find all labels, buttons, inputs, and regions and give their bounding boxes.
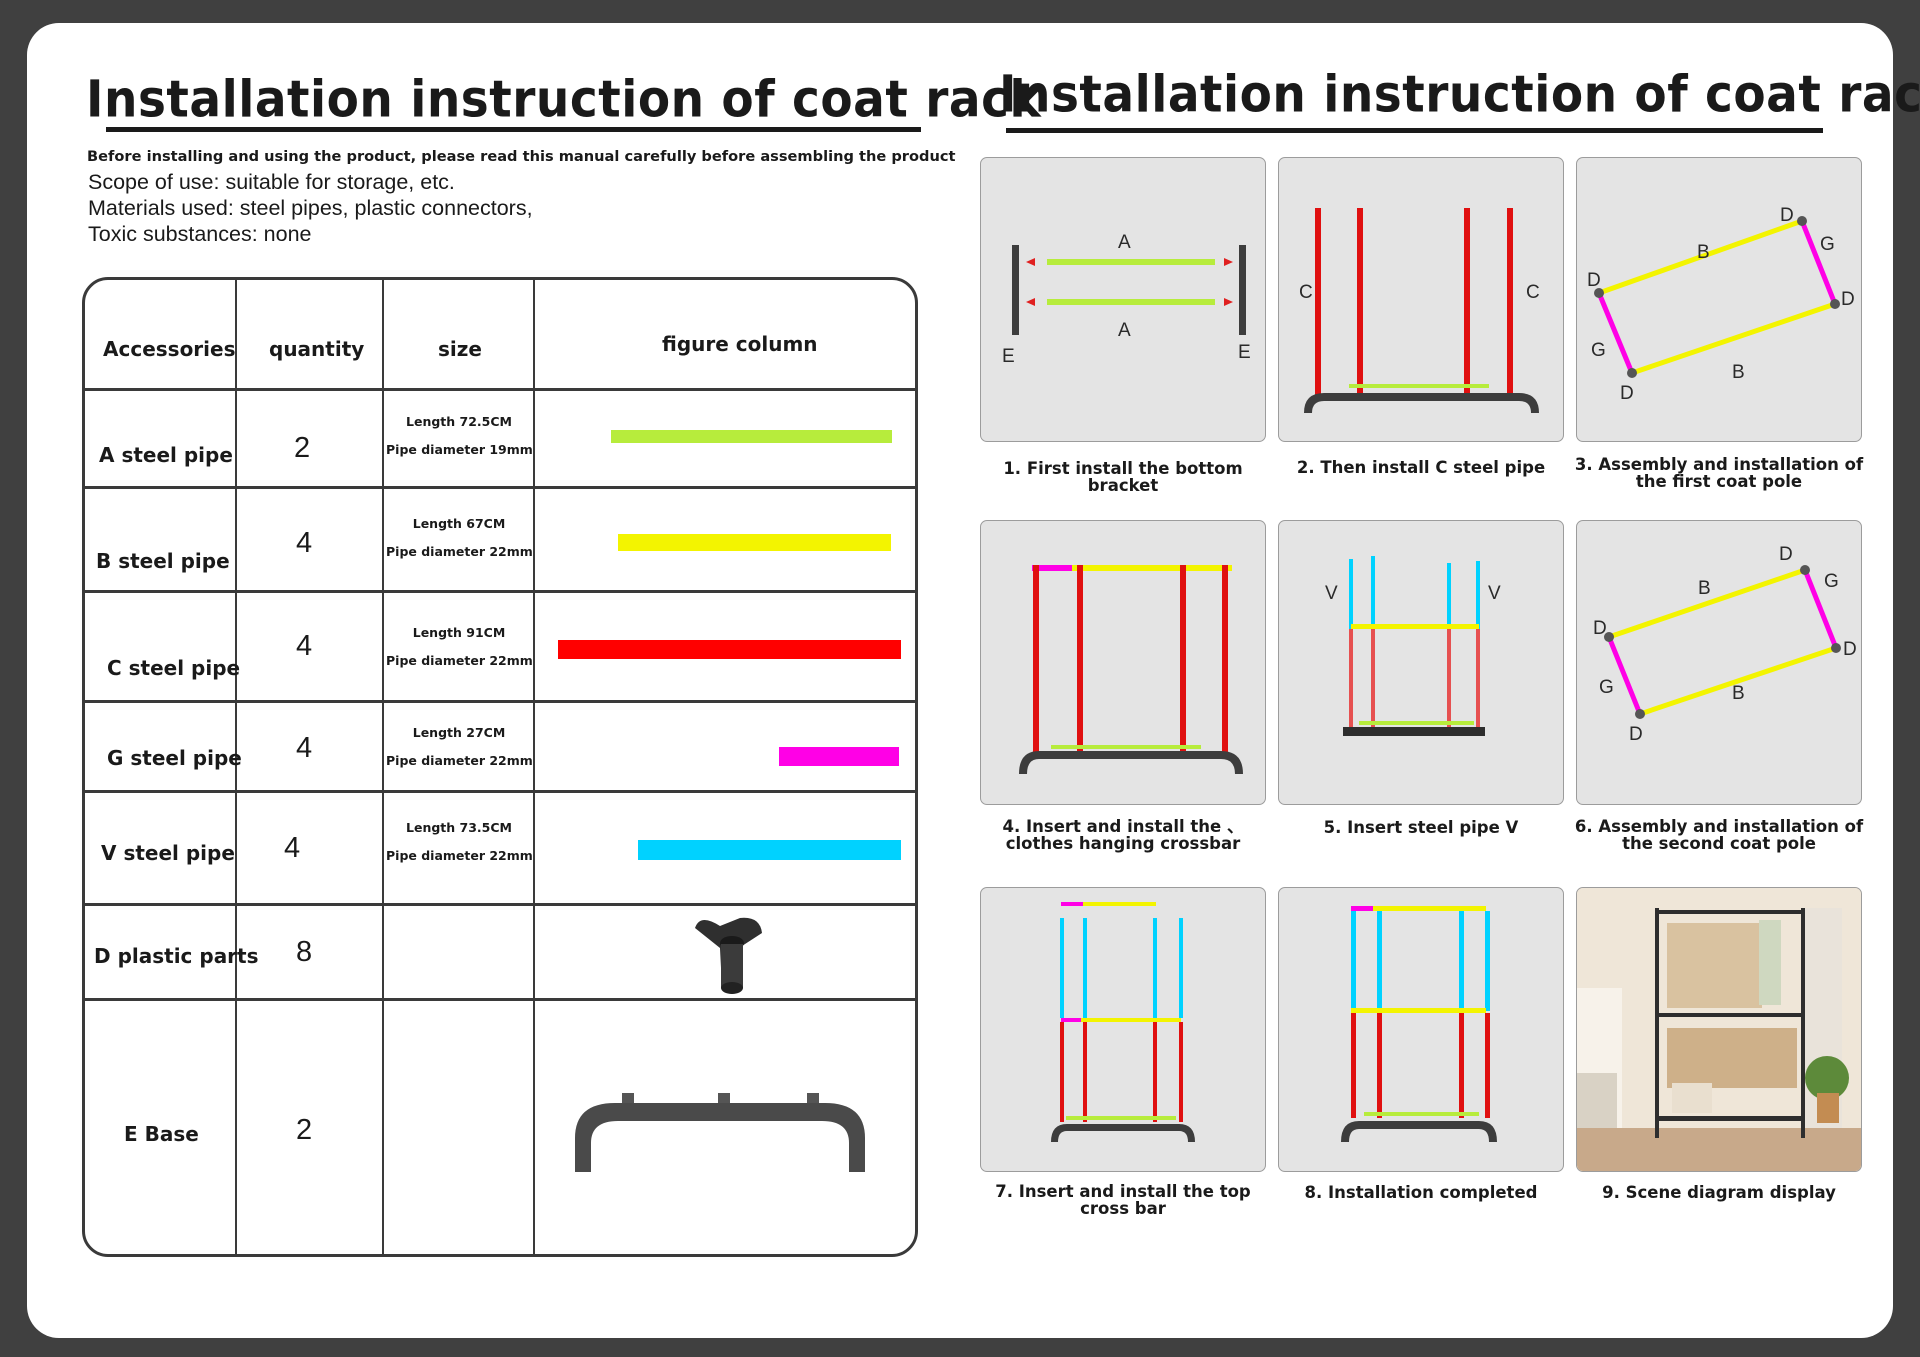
part-label: G	[1599, 677, 1614, 698]
row-name: E Base	[124, 1122, 199, 1146]
table-divider	[82, 790, 918, 793]
right-title: Installation instruction of coat rack	[999, 65, 1920, 125]
step-8-image	[1278, 887, 1564, 1172]
row-qty: 4	[296, 527, 313, 559]
table-divider	[382, 277, 384, 1257]
part-label: G	[1591, 340, 1606, 361]
step-9-image	[1576, 887, 1862, 1172]
part-label: D	[1841, 289, 1855, 310]
row-name: D plastic parts	[94, 944, 259, 968]
step-5-caption: 5. Insert steel pipe V	[1323, 818, 1519, 837]
label-a: A	[1118, 232, 1131, 253]
part-label: D	[1629, 724, 1643, 745]
step-7-image	[980, 887, 1266, 1172]
v-pipe-figure	[638, 840, 901, 860]
row-qty: 2	[294, 432, 311, 464]
table-divider	[82, 700, 918, 703]
header-size: size	[438, 337, 482, 361]
step-2-caption: 2. Then install C steel pipe	[1296, 458, 1546, 477]
step-7-caption: 7. Insert and install the top cross bar	[995, 1182, 1251, 1218]
b-pipe-figure	[618, 534, 891, 551]
row-name: V steel pipe	[101, 841, 235, 865]
label-c: C	[1299, 282, 1313, 303]
header-figure: figure column	[662, 332, 818, 356]
label-e: E	[1002, 346, 1015, 367]
step-6-caption: 6. Assembly and installation of the seco…	[1574, 817, 1864, 853]
materials-text: Materials used: steel pipes, plastic con…	[88, 196, 533, 220]
d-plastic-connector-figure	[695, 917, 762, 994]
part-label: B	[1732, 683, 1745, 704]
toxic-text: Toxic substances: none	[88, 222, 312, 246]
row-qty: 4	[296, 732, 313, 764]
part-label: D	[1780, 205, 1794, 226]
accessories-table	[82, 277, 918, 1257]
step-1-image: A A E E	[980, 157, 1266, 442]
part-label: D	[1620, 383, 1634, 404]
header-accessories: Accessories	[103, 337, 236, 361]
part-label: D	[1593, 618, 1607, 639]
e-base-figure	[575, 1093, 865, 1172]
c-pipe-figure	[558, 640, 901, 659]
left-title-rule	[106, 127, 921, 132]
right-title-rule	[1006, 128, 1823, 133]
step-3-caption: 3. Assembly and installation of the firs…	[1574, 455, 1864, 491]
part-label: G	[1824, 571, 1839, 592]
table-divider	[235, 277, 237, 1257]
left-title: Installation instruction of coat rack	[86, 70, 1042, 130]
step-4-caption: 4. Insert and install the 、 clothes hang…	[1002, 817, 1244, 853]
step-1-caption: 1. First install the bottom bracket	[1003, 459, 1243, 495]
row-qty: 4	[284, 832, 301, 864]
part-label: D	[1843, 639, 1857, 660]
row-name: A steel pipe	[99, 443, 233, 467]
part-label: V	[1488, 583, 1501, 604]
a-pipe-figure	[611, 430, 892, 443]
table-divider	[82, 903, 918, 906]
scope-text: Scope of use: suitable for storage, etc.	[88, 170, 455, 194]
step-5-image: V V	[1278, 520, 1564, 805]
row-qty: 4	[296, 630, 313, 662]
row-qty: 8	[296, 936, 313, 968]
row-name: B steel pipe	[96, 549, 230, 573]
step-4-image	[980, 520, 1266, 805]
part-label: D	[1587, 270, 1601, 291]
step-2-image: C C	[1278, 157, 1564, 442]
part-label: B	[1698, 578, 1711, 599]
row-qty: 2	[296, 1114, 313, 1146]
label-e: E	[1238, 342, 1251, 363]
table-divider	[82, 388, 918, 391]
notice-text: Before installing and using the product,…	[87, 148, 956, 165]
step-9-caption: 9. Scene diagram display	[1602, 1183, 1836, 1202]
part-label: B	[1732, 362, 1745, 383]
table-divider	[82, 998, 918, 1001]
row-name: G steel pipe	[107, 746, 242, 770]
part-label: V	[1325, 583, 1338, 604]
part-label: B	[1697, 242, 1710, 263]
table-divider	[533, 277, 535, 1257]
step-8-caption: 8. Installation completed	[1304, 1183, 1538, 1202]
table-divider	[82, 486, 918, 489]
g-pipe-figure	[779, 747, 899, 766]
part-label: D	[1779, 544, 1793, 565]
table-divider	[82, 590, 918, 593]
label-c: C	[1526, 282, 1540, 303]
part-label: G	[1820, 234, 1835, 255]
step-3-image: D D D D B B G G	[1576, 157, 1862, 442]
row-name: C steel pipe	[107, 656, 241, 680]
header-quantity: quantity	[269, 337, 365, 361]
step-6-image: D D D D B B G G	[1576, 520, 1862, 805]
label-a: A	[1118, 320, 1131, 341]
